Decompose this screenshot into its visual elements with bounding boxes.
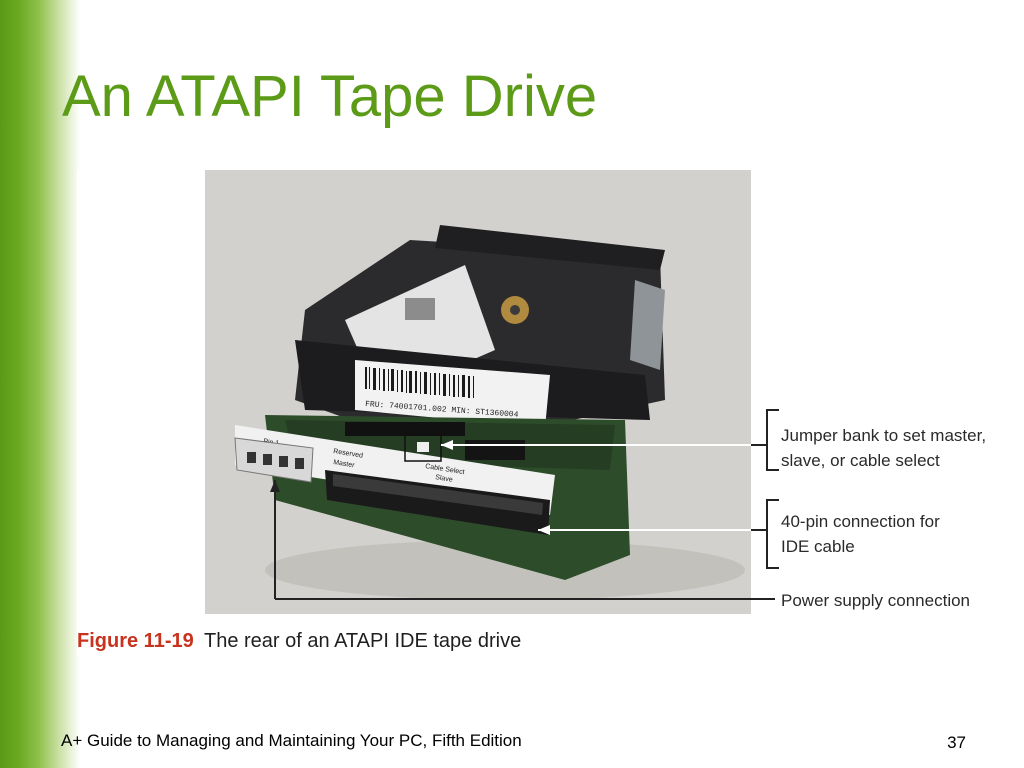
page-number: 37 [947,733,966,752]
power-connector [234,437,314,483]
master-label: Master [333,459,356,469]
callout-jumper-line2: slave, or cable select [781,451,940,470]
callout-ide-line2: IDE cable [781,537,855,556]
figure-panel: FRU: 74001701.002 MIN: ST1360004 Pin 1 R… [77,170,987,657]
slave-label: Slave [435,474,453,484]
callout-ide-line1: 40-pin connection for [781,512,940,531]
callout-power: Power supply connection [781,591,971,610]
figure-caption: The rear of an ATAPI IDE tape drive [204,630,522,652]
green-sidebar-band [0,0,80,768]
jumper-highlight-box [404,434,442,462]
callout-brackets [751,409,779,600]
ide-connector [325,470,550,535]
figure-label: Figure 11-19 [77,630,194,652]
reserved-label: Reserved [333,448,364,460]
slide-title: An ATAPI Tape Drive [62,64,598,129]
callout-jumper-line1: Jumper bank to set master, [781,426,987,445]
tape-drive-photo: FRU: 74001701.002 MIN: ST1360004 Pin 1 R… [205,170,751,614]
footer-book-title: A+ Guide to Managing and Maintaining You… [61,731,522,750]
